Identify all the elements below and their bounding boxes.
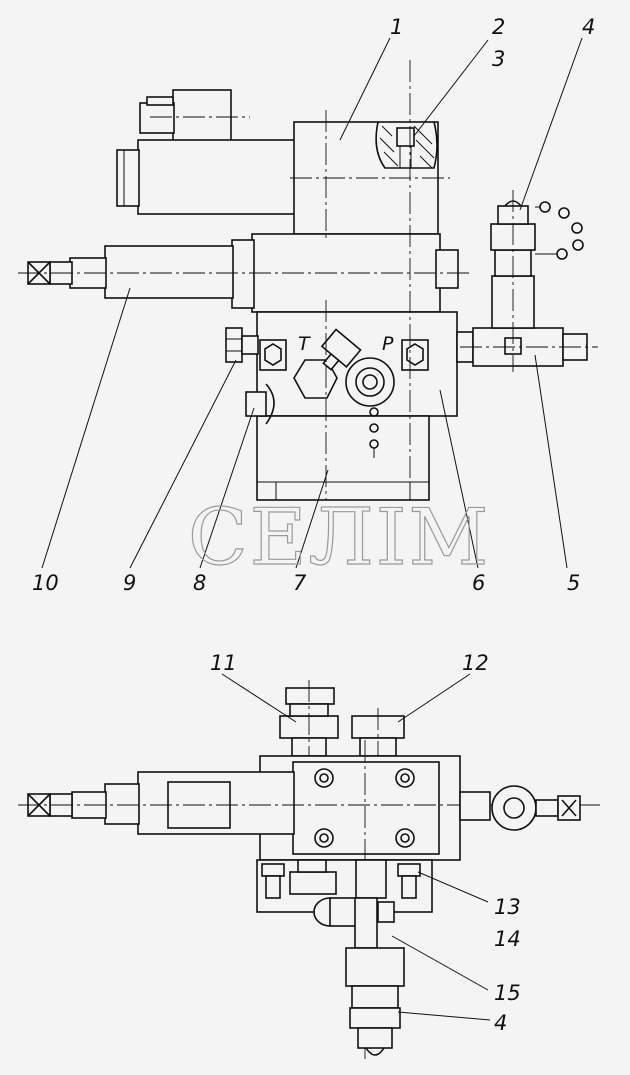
top-view: T P: [18, 15, 598, 595]
callout-9: 9: [123, 571, 136, 595]
leaders-top: [41, 37, 583, 569]
callout-12: 12: [462, 651, 489, 675]
bolt-9: [225, 327, 259, 363]
tee-fitting: [456, 190, 598, 372]
fitting-12: [351, 708, 405, 760]
solenoid-coil: [116, 139, 297, 215]
callout-1: 1: [390, 15, 403, 39]
nut-8: [245, 383, 275, 425]
callout-3: 3: [492, 47, 505, 71]
callout-8: 8: [193, 571, 206, 595]
fitting-11: [279, 680, 339, 760]
leaders-bottom: [221, 673, 491, 1021]
callout-11: 11: [210, 651, 237, 675]
callout-2: 2: [492, 15, 505, 39]
bottom-right-fitting: [459, 785, 581, 831]
bottom-solenoid: [18, 771, 600, 835]
callout-6: 6: [472, 571, 485, 595]
port-p-label: P: [382, 333, 394, 355]
control-body: [18, 233, 470, 313]
fitting-14: [313, 897, 395, 927]
callout-13: 13: [494, 895, 521, 919]
solenoid-connector: [139, 89, 250, 143]
callout-14: 14: [494, 927, 521, 951]
watermark: СЕЛІМ: [188, 493, 490, 583]
manifold-block: T P: [256, 60, 458, 501]
bottom-plate: [256, 859, 433, 913]
callout-10: 10: [32, 571, 59, 595]
bottom-main-block: [259, 740, 461, 1060]
port-t-label: T: [298, 333, 311, 355]
callout-4-bottom: 4: [494, 1011, 507, 1035]
callout-7: 7: [293, 571, 307, 595]
callout-4: 4: [582, 15, 595, 39]
callout-5: 5: [567, 571, 580, 595]
bottom-view: 11 12 13 14 15 4: [18, 651, 600, 1060]
callout-15: 15: [494, 981, 521, 1005]
tube-15: [345, 897, 405, 1056]
